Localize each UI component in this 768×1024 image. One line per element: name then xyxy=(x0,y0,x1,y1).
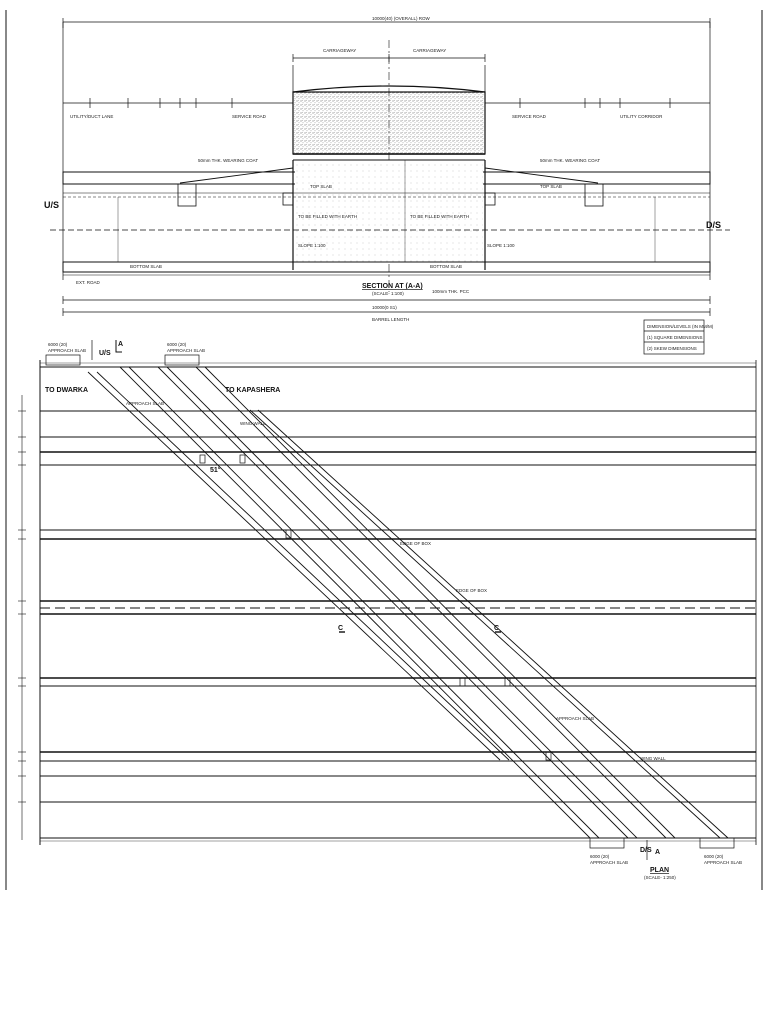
bot-left-sub: APPROACH SLAB xyxy=(590,860,628,865)
skew-box-walls xyxy=(87,366,729,839)
plan-detail-marks xyxy=(91,340,648,860)
section-marker-c-right: C xyxy=(494,625,499,632)
barrel-length-dim: 10000(0 S1) xyxy=(372,305,397,310)
approach-slab-right-label: APPROACH SLAB xyxy=(556,716,594,721)
top-slab-right-label: TOP SLAB xyxy=(540,184,562,189)
legend-box xyxy=(643,319,705,355)
plan-scale: (SCALE- 1:250) xyxy=(644,875,676,880)
barrel-length-label: BARREL LENGTH xyxy=(372,317,409,322)
carriageway-right-label: CARRIAGEWAY xyxy=(413,48,446,53)
section-level-ticks xyxy=(89,98,671,108)
bot-right-sub: APPROACH SLAB xyxy=(704,860,742,865)
bot-right-dim: 6000 (20) xyxy=(704,854,724,859)
plan-title: PLAN xyxy=(650,867,669,874)
plan-left-dimension-stack xyxy=(18,395,26,840)
approach-slab-label: APPROACH SLAB xyxy=(126,401,164,406)
wing-wall-label: WING WALL xyxy=(240,421,266,426)
slope-left-label: SLOPE 1:100 xyxy=(298,243,326,248)
edge-box-label-2: EDGE OF BOX xyxy=(456,588,487,593)
section-scale: (SCALE- 1:100) xyxy=(372,291,404,296)
edge-box-label: EDGE OF BOX xyxy=(400,541,431,546)
wearing-left-label: 50mm THK. WEARING COAT xyxy=(198,158,258,163)
bot-left-dim: 6000 (20) xyxy=(590,854,610,859)
service-road-right-label: SERVICE ROAD xyxy=(512,114,547,119)
ds-plan-label: D/S xyxy=(640,847,652,854)
ext-road-label: EXT. ROAD xyxy=(76,280,101,285)
bottom-slab-label: BOTTOM SLAB xyxy=(130,264,162,269)
legend-title: DIMENSION/LEVELS (IN MM/M) xyxy=(647,324,714,329)
us-plan-label: U/S xyxy=(99,350,111,357)
slope-right-label: SLOPE 1:100 xyxy=(487,243,515,248)
pcc-label: 100mm THK. PCC xyxy=(432,289,470,294)
top-left-sub: APPROACH SLAB xyxy=(48,348,86,353)
section-marker-a-top: A xyxy=(118,341,123,348)
utility-right-label: UTILITY CORRIDOR xyxy=(620,114,663,119)
top-slab-label: TOP SLAB xyxy=(310,184,332,189)
us-section-label: U/S xyxy=(44,200,59,210)
plan-road-lines xyxy=(40,366,756,839)
wearing-right-label: 50mm THK. WEARING COAT xyxy=(540,158,600,163)
section-title: SECTION AT (A-A) xyxy=(362,283,423,290)
carriageway-left-label: CARRIAGEWAY xyxy=(323,48,356,53)
wing-wall-right-label: WING WALL xyxy=(640,756,666,761)
section-marker-a-bottom: A xyxy=(655,849,660,856)
fill-note-right-label: TO BE FILLED WITH EARTH xyxy=(410,214,469,219)
fill-note-label: TO BE FILLED WITH EARTH xyxy=(298,214,357,219)
legend-row-2: (2) SKEW DIMENSIONS xyxy=(647,346,697,351)
top-left-dim: 6000 (20) xyxy=(48,342,68,347)
service-road-left-label: SERVICE ROAD xyxy=(232,114,267,119)
sheet-border xyxy=(5,10,763,890)
top-mid-dim: 6000 (20) xyxy=(167,342,187,347)
skew-angle-label: 51° xyxy=(210,466,221,474)
plan-view xyxy=(18,340,757,860)
section-view xyxy=(50,18,730,316)
overall-dimension-text: 10000(40) (OVERALL) ROW xyxy=(372,16,431,21)
legend-row-1: (1) SQUARE DIMENSIONS xyxy=(647,335,703,340)
utility-left-label: UTILITY/DUCT LANE xyxy=(70,114,113,119)
top-mid-sub: APPROACH SLAB xyxy=(167,348,205,353)
bottom-slab-right-label: BOTTOM SLAB xyxy=(430,264,462,269)
to-dwarka-label: TO DWARKA xyxy=(45,387,88,394)
ds-section-label: D/S xyxy=(706,220,721,230)
section-marker-c-left: C xyxy=(338,625,343,632)
to-kapashera-label: TO KAPASHERA xyxy=(225,387,280,394)
